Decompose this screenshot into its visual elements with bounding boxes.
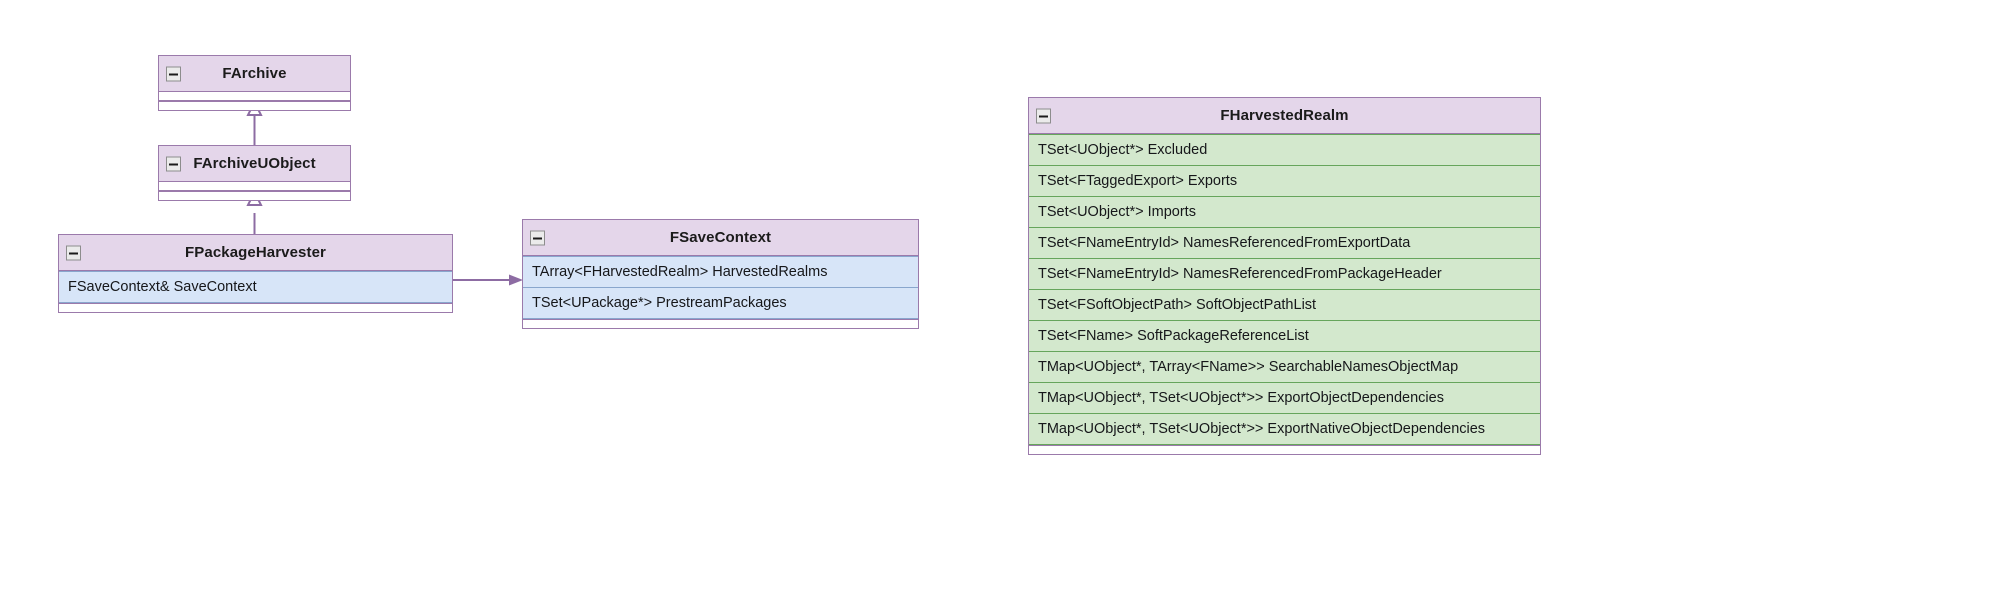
operations-compartment-fpackageharvester (59, 303, 452, 312)
attributes-compartment-fpackageharvester: FSaveContext& SaveContext (59, 271, 452, 303)
class-box-fpackageharvester[interactable]: FPackageHarvester FSaveContext& SaveCont… (58, 234, 453, 313)
operations-compartment-fharvestedrealm (1029, 445, 1540, 454)
class-attribute-row[interactable]: FSaveContext& SaveContext (59, 272, 452, 303)
class-attribute-row[interactable]: TMap<UObject*, TArray<FName>> Searchable… (1029, 352, 1540, 383)
class-attribute-row[interactable]: TSet<FNameEntryId> NamesReferencedFromPa… (1029, 259, 1540, 290)
class-attribute-row[interactable]: TSet<FName> SoftPackageReferenceList (1029, 321, 1540, 352)
collapse-minus-icon[interactable] (166, 66, 181, 81)
class-header-fsavecontext: FSaveContext (523, 220, 918, 256)
class-box-farchiveuobject[interactable]: FArchiveUObject (158, 145, 351, 201)
operations-compartment-farchive (159, 101, 350, 110)
class-attribute-row[interactable]: TMap<UObject*, TSet<UObject*>> ExportNat… (1029, 414, 1540, 445)
class-header-farchive: FArchive (159, 56, 350, 92)
class-attribute-row[interactable]: TSet<UPackage*> PrestreamPackages (523, 288, 918, 319)
class-attribute-row[interactable]: TSet<FSoftObjectPath> SoftObjectPathList (1029, 290, 1540, 321)
class-box-fsavecontext[interactable]: FSaveContext TArray<FHarvestedRealm> Har… (522, 219, 919, 329)
class-header-farchiveuobject: FArchiveUObject (159, 146, 350, 182)
class-name-farchiveuobject: FArchiveUObject (193, 155, 316, 172)
operations-compartment-farchiveuobject (159, 191, 350, 200)
attributes-compartment-farchive (159, 92, 350, 101)
class-header-fharvestedrealm: FHarvestedRealm (1029, 98, 1540, 134)
class-attribute-row[interactable]: TArray<FHarvestedRealm> HarvestedRealms (523, 257, 918, 288)
class-name-fsavecontext: FSaveContext (669, 229, 772, 246)
class-name-fharvestedrealm: FHarvestedRealm (1220, 107, 1349, 124)
class-attribute-row[interactable]: TSet<UObject*> Imports (1029, 197, 1540, 228)
collapse-minus-icon[interactable] (166, 156, 181, 171)
class-attribute-row[interactable]: TSet<FNameEntryId> NamesReferencedFromEx… (1029, 228, 1540, 259)
collapse-minus-icon[interactable] (66, 245, 81, 260)
class-name-fpackageharvester: FPackageHarvester (185, 244, 326, 261)
association-fpackageharvester-to-fsavecontext (453, 274, 523, 286)
attributes-compartment-farchiveuobject (159, 182, 350, 191)
class-attribute-row[interactable]: TSet<FTaggedExport> Exports (1029, 166, 1540, 197)
class-box-farchive[interactable]: FArchive (158, 55, 351, 111)
class-name-farchive: FArchive (222, 65, 287, 82)
operations-compartment-fsavecontext (523, 319, 918, 328)
collapse-minus-icon[interactable] (530, 230, 545, 245)
collapse-minus-icon[interactable] (1036, 108, 1051, 123)
class-header-fpackageharvester: FPackageHarvester (59, 235, 452, 271)
class-attribute-row[interactable]: TSet<UObject*> Excluded (1029, 135, 1540, 166)
class-attribute-row[interactable]: TMap<UObject*, TSet<UObject*>> ExportObj… (1029, 383, 1540, 414)
